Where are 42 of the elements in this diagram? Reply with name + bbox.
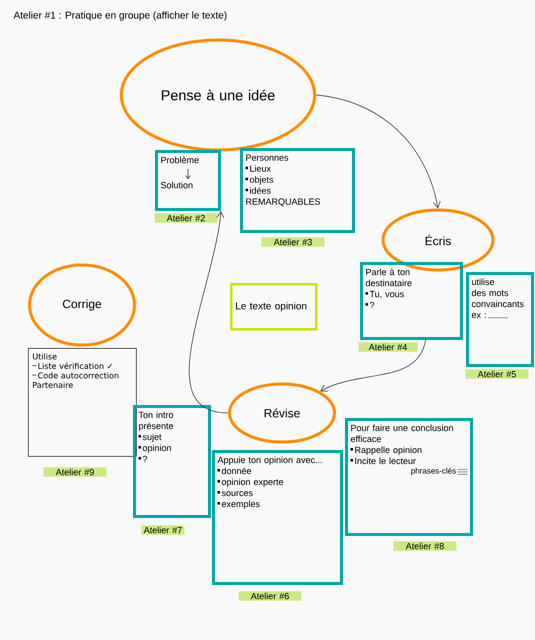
- node-label: Partenaire: [33, 382, 73, 388]
- workshop-label: Atelier #8: [394, 541, 456, 551]
- workshop-box: Appuie ton opinion avec... donnée opinion experte sources exemples: [212, 450, 343, 585]
- node-label: Lieux: [250, 165, 271, 172]
- workshop-label: Atelier #5: [466, 369, 528, 379]
- workshop-label: Atelier #2: [154, 213, 218, 223]
- node-label: opinion experte: [222, 478, 284, 487]
- workshop-box: utilise des mots convaincants ex :: [466, 272, 534, 367]
- workshop-box: Pour faire une conclusion efficace Rappelle opinion Incite le lecteur phrases-clés: [345, 418, 473, 536]
- arrow: [316, 94, 441, 208]
- node-label: opinion: [142, 444, 171, 453]
- workshop-box: Problème Solution: [155, 150, 221, 211]
- node-label: objets: [250, 176, 274, 185]
- workshop-label: Atelier #7: [142, 525, 184, 535]
- node-label: donnée: [222, 467, 252, 474]
- node-label: Pour faire une conclusion efficace: [350, 424, 453, 442]
- topic-box: Le texte opinion: [230, 283, 318, 330]
- title: Atelier #1 : Pratique en groupe (afficher le texte): [14, 11, 227, 21]
- workshop-label: Atelier #4: [358, 342, 418, 352]
- checklist-box: Utilise Liste vérification ✓ Code autocorrection Partenaire: [28, 348, 137, 457]
- node-label: REMARQUABLES: [246, 198, 320, 206]
- workshop-box: Ton intro présente sujet opinion ?: [133, 405, 211, 518]
- node-label: Utilise: [32, 353, 57, 360]
- node-label: phrases-clés: [411, 468, 456, 476]
- node-label: Appuie ton opinion avec...: [218, 456, 322, 465]
- workshop-box: Parle à ton destinataire Tu, vous ?: [360, 262, 463, 340]
- node-label: idées: [250, 187, 271, 194]
- workshop-box: Personnes Lieux objets idées REMARQUABLES: [240, 148, 355, 233]
- node-label: ?: [142, 456, 148, 462]
- node-label: Rappelle opinion: [355, 446, 422, 455]
- node-label: exemples: [222, 500, 260, 509]
- arrow: [320, 340, 426, 392]
- workshop-label: Atelier #9: [44, 467, 106, 477]
- node-label: sujet: [142, 434, 162, 442]
- arrow: [189, 211, 228, 414]
- workshop-label: Atelier #3: [262, 237, 324, 247]
- node-label: Code autocorrection: [38, 372, 118, 378]
- node-label: Liste vérification ✓: [38, 362, 112, 369]
- node-label: Incite le lecteur: [355, 458, 416, 464]
- node-label: sources: [222, 491, 253, 496]
- workshop-label: Atelier #6: [238, 591, 302, 601]
- node-label: Personnes: [246, 154, 288, 161]
